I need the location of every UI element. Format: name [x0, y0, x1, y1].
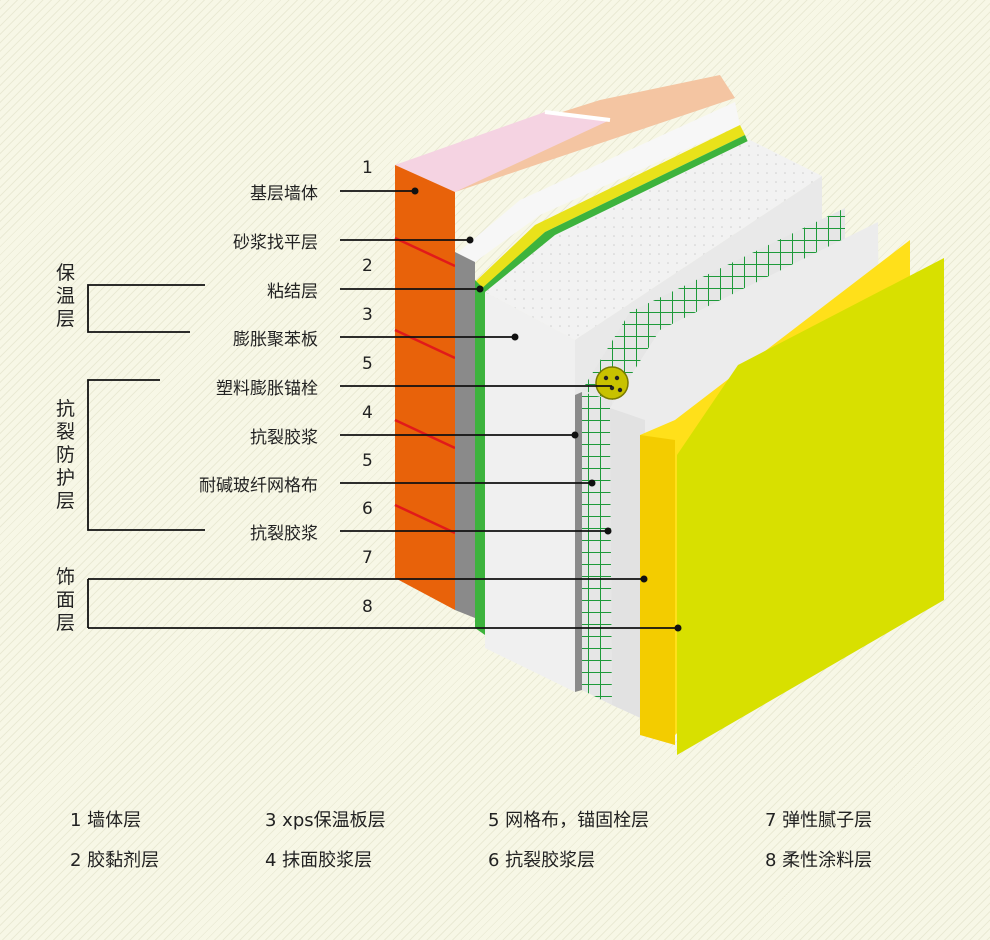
eps-face	[485, 292, 575, 692]
mortar2-face	[575, 392, 582, 692]
callout-number: 6	[362, 499, 373, 519]
leader-lines	[87, 190, 678, 629]
callout-label: 塑料膨胀锚栓	[216, 379, 318, 399]
group-label-insulation: 保温层	[56, 262, 76, 330]
group-label-finish: 饰面层	[56, 566, 76, 634]
callout-number: 3	[362, 305, 373, 325]
callout-label: 膨胀聚苯板	[233, 330, 318, 350]
adhesive-top-yellow	[475, 125, 745, 290]
callout-number: 2	[362, 256, 373, 276]
callout-label: 耐碱玻纤网格布	[199, 476, 318, 496]
group-label-crack-protection: 抗裂防护层	[56, 398, 76, 512]
legend-item: 1 墙体层	[70, 810, 142, 831]
base-wall-layer	[394, 75, 735, 610]
putty-edge	[640, 435, 675, 745]
brick-joints	[394, 236, 456, 535]
base-wall-top-pink	[395, 112, 610, 192]
callout-label: 粘结层	[267, 282, 318, 302]
legend-item: 4 抹面胶浆层	[265, 850, 373, 871]
callout-label: 砂浆找平层	[233, 233, 318, 253]
callout-number: 5	[362, 451, 373, 471]
legend-item: 7 弹性腻子层	[765, 810, 873, 831]
adhesive-top-green	[480, 135, 748, 297]
base-wall-face	[395, 165, 455, 610]
callout-label: 基层墙体	[250, 184, 318, 204]
anchor-bolt	[595, 366, 629, 400]
callout-number: 8	[362, 597, 373, 617]
adhesive-layer	[475, 125, 748, 635]
callout-label: 抗裂胶浆	[250, 524, 318, 544]
callout-number: 4	[362, 403, 373, 423]
eps-top	[485, 140, 822, 340]
callout-label: 抗裂胶浆	[250, 428, 318, 448]
anti-crack-mortar-layer	[575, 392, 582, 692]
mesh-face	[582, 392, 612, 705]
callout-number: 7	[362, 548, 373, 568]
coating-panel	[677, 258, 944, 755]
bracket-crack	[87, 379, 205, 531]
legend-item: 8 柔性涂料层	[765, 850, 873, 871]
adhesive-face	[475, 280, 485, 635]
bracket-insulation	[87, 284, 205, 333]
legend-item: 5 网格布，锚固栓层	[488, 810, 650, 831]
legend-item: 3 xps保温板层	[265, 810, 386, 831]
mortar-top	[455, 102, 740, 262]
mortar3-face	[610, 408, 645, 720]
coating-layer	[677, 258, 944, 755]
legend-item: 6 抗裂胶浆层	[488, 850, 596, 871]
legend-item: 2 胶黏剂层	[70, 850, 160, 871]
leader-dots	[411, 187, 682, 632]
callout-number: 5	[362, 354, 373, 374]
callout-number: 1	[362, 158, 373, 178]
